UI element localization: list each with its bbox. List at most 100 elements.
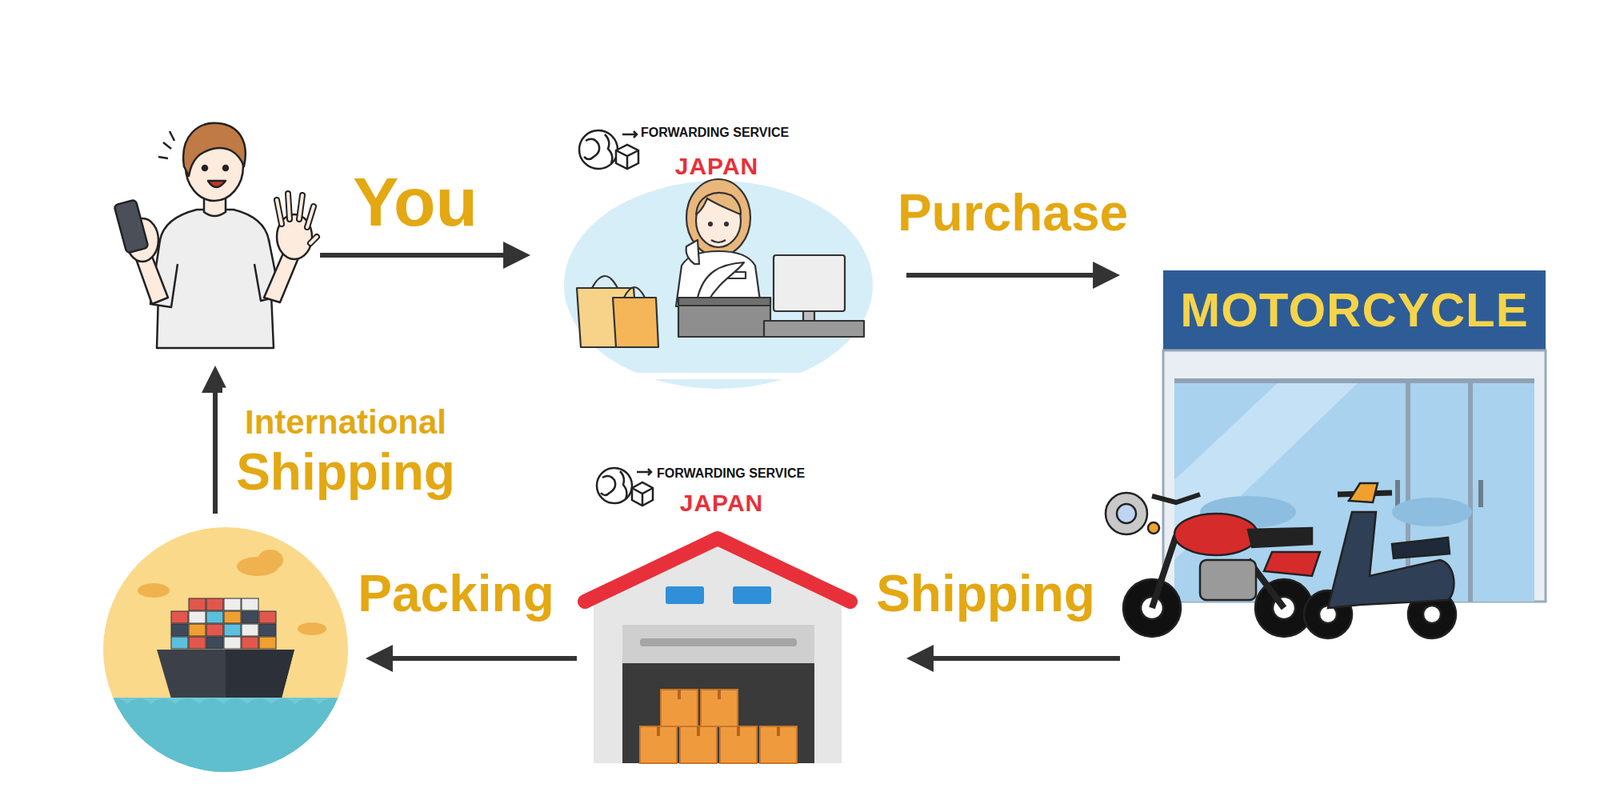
container-stack-part	[241, 611, 259, 624]
cashier-illustration-part-part	[678, 297, 771, 306]
container-stack-part	[171, 636, 188, 649]
person-illustration-part	[276, 193, 317, 244]
cashier-illustration-part-part	[697, 262, 744, 303]
service-node: FORWARDING SERVICE JAPAN	[560, 120, 880, 392]
flow-arrow	[212, 381, 218, 514]
cashier-illustration-part-part	[711, 240, 726, 243]
parcel-boxes-part	[680, 726, 717, 764]
parcel-boxes-part	[720, 726, 757, 764]
container-stack-part	[241, 598, 259, 611]
container-stack-part	[188, 624, 206, 636]
edge-label: Packing	[354, 565, 557, 622]
motorcycle-shop-illustration-part	[1392, 497, 1472, 527]
red-motorcycle-part	[1105, 492, 1148, 535]
cashier-illustration-part-part	[612, 297, 659, 348]
node-title: MOTORCYCLE	[1180, 284, 1529, 337]
ship-node	[103, 527, 348, 772]
container-stack-part	[224, 636, 241, 649]
red-motorcycle-part	[1152, 494, 1200, 503]
warehouse-illustration-part	[622, 624, 815, 764]
container-stack-part	[206, 636, 224, 649]
ship-illustration-part	[103, 697, 368, 778]
edge-label: International Shipping	[222, 388, 469, 501]
ship-illustration-part	[137, 549, 327, 636]
scooter-part	[1392, 537, 1450, 559]
cashier-illustration-part	[576, 179, 864, 348]
container-stack-part	[241, 636, 259, 649]
flow-arrow	[320, 252, 515, 258]
red-motorcycle-part	[1264, 552, 1320, 576]
parcel-boxes-part	[640, 726, 677, 764]
parcel-boxes-part	[776, 726, 780, 736]
cashier-illustration-part	[560, 372, 880, 380]
parcel-boxes-part	[717, 689, 721, 700]
container-stack-part	[171, 611, 188, 624]
scooter-part	[1348, 483, 1378, 503]
red-motorcycle-part	[1200, 560, 1256, 600]
scooter-part	[1328, 512, 1454, 608]
red-motorcycle-part	[1116, 504, 1136, 524]
person-illustration-part	[183, 123, 246, 176]
ship-illustration-part	[156, 649, 295, 704]
warehouse-illustration-part	[640, 638, 797, 647]
node-subtitle: JAPAN	[680, 489, 764, 516]
cashier-illustration-part-part	[724, 222, 728, 226]
service-logo	[579, 130, 639, 169]
container-stack-part	[206, 611, 224, 624]
service-logo-part	[596, 468, 632, 504]
container-stack-part	[171, 624, 188, 636]
cashier-illustration-part-part	[773, 255, 845, 312]
cashier-illustration-part-part	[696, 192, 741, 215]
cashier-illustration-part-part	[592, 276, 618, 288]
cashier-illustration-part-part	[686, 240, 700, 264]
person-illustration-part	[113, 199, 148, 253]
parcel-boxes-part	[656, 726, 660, 736]
warehouse-illustration-part	[622, 663, 815, 764]
parcel-boxes-part	[736, 726, 740, 736]
parcel-boxes	[640, 689, 797, 764]
node-title: FORWARDING SERVICE	[640, 125, 789, 140]
parcel-boxes-part	[677, 689, 681, 700]
container-stack-part	[259, 611, 276, 624]
warehouse-node: FORWARDING SERVICEJAPAN	[578, 460, 856, 764]
warehouse-illustration-part	[665, 586, 704, 604]
motorcycle-shop-illustration-part	[1174, 380, 1360, 560]
service-logo-part	[632, 482, 653, 506]
node-subtitle: JAPAN	[675, 152, 759, 180]
ship-illustration	[103, 527, 368, 778]
warehouse-illustration	[584, 538, 851, 764]
container-stack-part	[241, 624, 259, 636]
container-stack-part	[206, 598, 224, 611]
ship-illustration-part-part	[257, 549, 284, 571]
cashier-illustration	[560, 179, 880, 389]
ship-illustration-part	[225, 649, 295, 704]
flow-arrow	[381, 656, 577, 661]
container-stack-part	[224, 598, 241, 611]
service-logo-part	[584, 134, 612, 164]
person-illustration-part	[223, 165, 228, 171]
parcel-boxes-part	[696, 726, 700, 736]
warehouse-illustration-part	[732, 586, 772, 604]
person-illustration-part	[276, 193, 317, 244]
container-stack	[171, 598, 276, 649]
red-motorcycle-part	[1174, 513, 1258, 556]
edge-label: You	[349, 164, 481, 240]
parcel-boxes-part	[700, 689, 738, 727]
container-stack-part	[224, 611, 241, 624]
cashier-illustration-part-part	[678, 297, 771, 337]
person-illustration-part	[202, 165, 208, 171]
motorcycle-shop-illustration-part	[1395, 480, 1400, 508]
scooter-part	[1423, 605, 1441, 624]
edge-label: Shipping	[872, 565, 1099, 622]
service-logo-part	[579, 130, 618, 169]
ship-illustration-part-part	[103, 698, 368, 778]
red-motorcycle-part	[1248, 528, 1312, 548]
red-motorcycle	[1105, 492, 1320, 637]
ship-illustration-part-part	[137, 583, 170, 598]
edge-label: Purchase	[894, 184, 1132, 241]
service-logo-part	[600, 471, 627, 500]
warehouse-illustration-part	[584, 538, 851, 602]
flow-arrow	[922, 656, 1120, 661]
